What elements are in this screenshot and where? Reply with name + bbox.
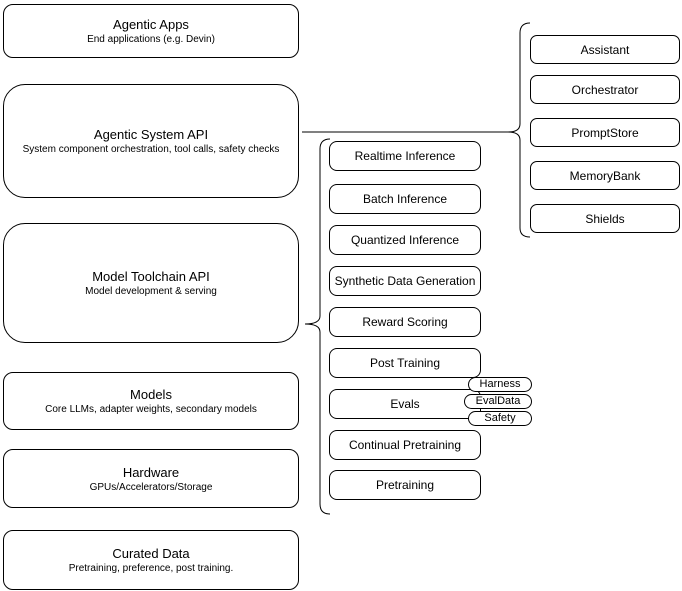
node-memorybank: MemoryBank	[530, 161, 680, 190]
layer-agentic-apps-title: Agentic Apps	[113, 17, 189, 32]
node-synthetic-data-generation: Synthetic Data Generation	[329, 266, 481, 296]
layer-agentic-apps: Agentic Apps End applications (e.g. Devi…	[3, 4, 299, 58]
node-reward-scoring: Reward Scoring	[329, 307, 481, 337]
layer-agentic-system-api-title: Agentic System API	[93, 127, 209, 142]
node-assistant: Assistant	[530, 35, 680, 64]
node-batch-inference: Batch Inference	[329, 184, 481, 214]
layer-agentic-apps-subtitle: End applications (e.g. Devin)	[87, 34, 215, 45]
layer-model-toolchain-api-subtitle: Model development & serving	[85, 286, 217, 297]
layer-hardware-subtitle: GPUs/Accelerators/Storage	[89, 481, 213, 493]
tag-harness: Harness	[468, 377, 532, 392]
tag-safety: Safety	[468, 411, 532, 426]
layer-models: Models Core LLMs, adapter weights, secon…	[3, 372, 299, 430]
layer-models-subtitle: Core LLMs, adapter weights, secondary mo…	[45, 404, 257, 415]
layer-agentic-system-api: Agentic System API System component orch…	[3, 84, 299, 198]
layer-model-toolchain-api-title: Model Toolchain API	[92, 269, 210, 284]
node-realtime-inference: Realtime Inference	[329, 141, 481, 171]
node-promptstore: PromptStore	[530, 118, 680, 147]
layer-curated-data-title: Curated Data	[112, 546, 190, 561]
node-continual-pretraining: Continual Pretraining	[329, 430, 481, 460]
node-pretraining: Pretraining	[329, 470, 481, 500]
layer-models-title: Models	[130, 387, 172, 402]
node-evals: Evals	[329, 389, 481, 419]
node-orchestrator: Orchestrator	[530, 75, 680, 104]
node-quantized-inference: Quantized Inference	[329, 225, 481, 255]
node-shields: Shields	[530, 204, 680, 233]
layer-hardware-title: Hardware	[122, 464, 180, 480]
system-group-brace	[507, 22, 531, 238]
layer-hardware: Hardware GPUs/Accelerators/Storage	[3, 449, 299, 508]
tag-evaldata: EvalData	[464, 394, 532, 409]
layer-model-toolchain-api: Model Toolchain API Model development & …	[3, 223, 299, 343]
node-post-training: Post Training	[329, 348, 481, 378]
layer-curated-data: Curated Data Pretraining, preference, po…	[3, 530, 299, 590]
toolchain-group-brace	[304, 138, 331, 515]
layer-agentic-system-api-subtitle: System component orchestration, tool cal…	[22, 144, 280, 155]
layer-curated-data-subtitle: Pretraining, preference, post training.	[68, 563, 234, 574]
